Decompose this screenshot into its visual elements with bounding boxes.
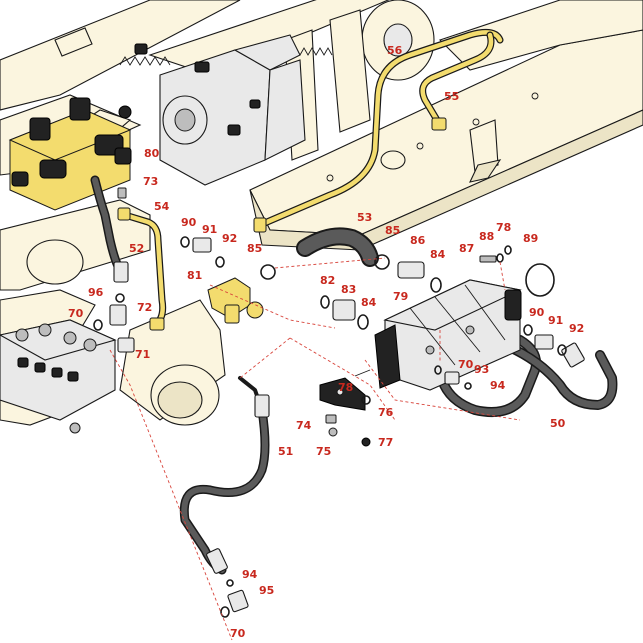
callout-70: 70 <box>230 627 246 640</box>
callout-78: 78 <box>338 381 353 394</box>
callout-74: 74 <box>296 419 312 432</box>
callout-82: 82 <box>320 274 335 287</box>
callout-92: 92 <box>222 232 237 245</box>
callout-90: 90 <box>181 216 197 229</box>
callout-54: 54 <box>154 200 170 213</box>
callout-75: 75 <box>316 445 331 458</box>
callout-91: 91 <box>548 314 563 327</box>
hydraulic-hoses <box>90 175 618 575</box>
control-valve-block <box>0 319 117 434</box>
callout-90: 90 <box>529 306 545 319</box>
callout-72: 72 <box>137 301 152 314</box>
callout-87: 87 <box>459 242 474 255</box>
callout-86: 86 <box>410 234 426 247</box>
callout-79: 79 <box>393 290 408 303</box>
callout-91: 91 <box>202 223 217 236</box>
callout-73: 73 <box>143 175 158 188</box>
callout-94: 94 <box>242 568 258 581</box>
callout-89: 89 <box>523 232 538 245</box>
leader-lines <box>109 257 521 641</box>
callout-96: 96 <box>88 286 104 299</box>
callout-85: 85 <box>247 242 262 255</box>
callout-70: 70 <box>458 358 474 371</box>
callout-55: 55 <box>444 90 459 103</box>
callout-81: 81 <box>187 269 202 282</box>
callout-95: 95 <box>259 584 274 597</box>
callout-94: 94 <box>490 379 506 392</box>
callout-80: 80 <box>144 147 160 160</box>
callout-77: 77 <box>378 436 393 449</box>
fittings <box>93 187 567 618</box>
callout-78: 78 <box>496 221 511 234</box>
callout-92: 92 <box>569 322 584 335</box>
callout-51: 51 <box>278 445 293 458</box>
callout-88: 88 <box>479 230 494 243</box>
callout-71: 71 <box>135 348 150 361</box>
callout-84: 84 <box>430 248 446 261</box>
callout-93: 93 <box>474 363 489 376</box>
callout-70: 70 <box>68 307 84 320</box>
callout-labels: 56 55 80 73 54 90 91 92 52 53 85 86 78 8… <box>68 44 584 640</box>
callout-53: 53 <box>357 211 372 224</box>
callout-83: 83 <box>341 283 356 296</box>
gearbox-assembly <box>119 34 333 186</box>
callout-84: 84 <box>361 296 377 309</box>
hydraulic-pump-79 <box>354 279 522 391</box>
callout-56: 56 <box>387 44 403 57</box>
callout-85: 85 <box>385 224 400 237</box>
callout-76: 76 <box>378 406 394 419</box>
callout-50: 50 <box>550 417 566 430</box>
steel-tubes <box>117 28 504 331</box>
callout-52: 52 <box>129 242 144 255</box>
